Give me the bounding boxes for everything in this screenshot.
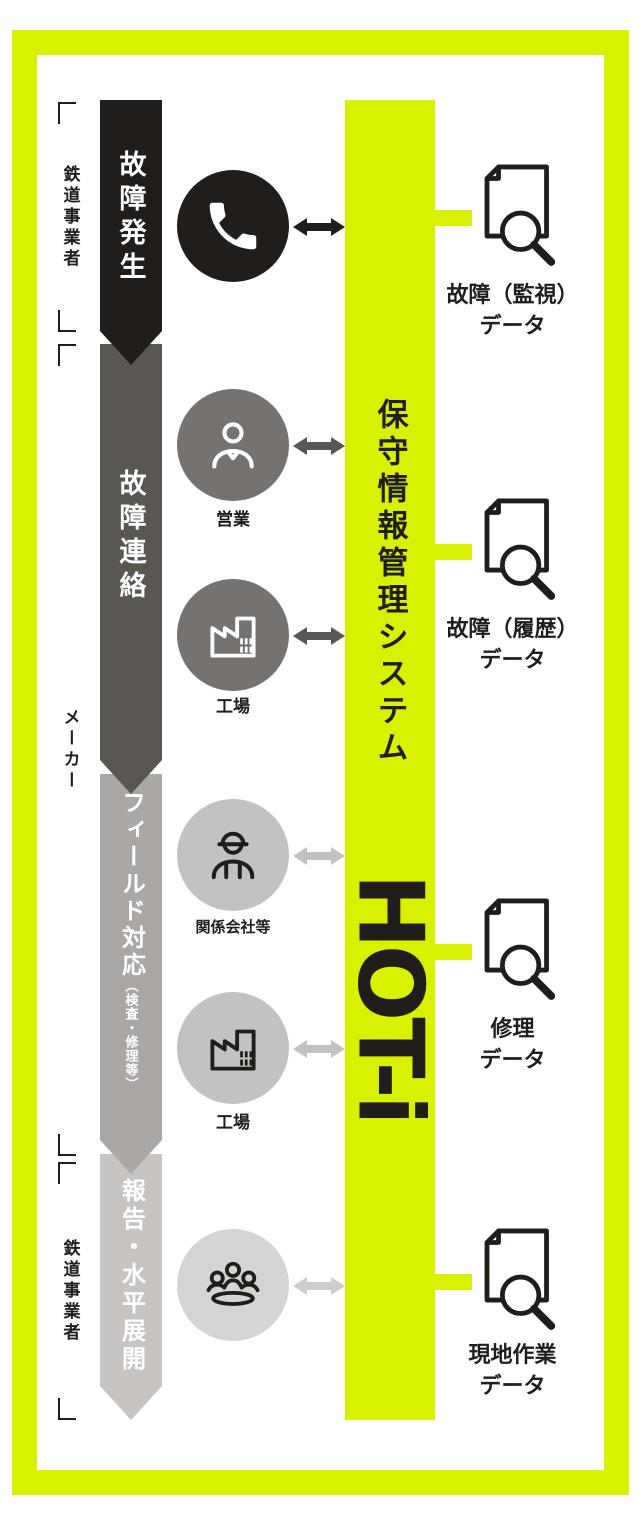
document-search-icon xyxy=(484,498,556,600)
double-arrow-icon xyxy=(293,437,345,455)
double-arrow-icon xyxy=(293,218,345,236)
connector-bar xyxy=(428,944,472,960)
output-label-onsite-work: 現地作業 データ xyxy=(425,1340,600,1402)
group-icon xyxy=(206,1261,260,1306)
group-label: メーカー xyxy=(60,708,80,792)
group-railway-operator-top: 鉄道事業者 xyxy=(50,102,90,332)
actor-meeting-circle xyxy=(177,1229,289,1341)
person-icon xyxy=(212,422,254,469)
group-maker: メーカー xyxy=(50,344,90,1156)
system-column: 保守情報管理システム HOT-i xyxy=(338,100,443,1420)
document-search-icon xyxy=(484,898,556,1000)
output-label-line: データ xyxy=(479,1372,546,1398)
output-label-line: データ xyxy=(479,1046,546,1072)
document-search-icon xyxy=(484,164,556,266)
output-label-line: 故障（監視） xyxy=(446,282,579,307)
stage-label: 故障連絡 xyxy=(115,469,146,605)
double-arrow-icon xyxy=(293,847,345,865)
actor-phone-circle xyxy=(177,170,289,282)
connector-bar xyxy=(428,1274,472,1290)
double-arrow-icon xyxy=(293,1277,345,1295)
output-label-failure-monitoring: 故障（監視） データ xyxy=(425,280,600,342)
actor-sales-circle xyxy=(177,389,289,501)
double-arrow-icon xyxy=(293,627,345,645)
system-logo-wrap: HOT-i xyxy=(338,772,443,1222)
group-label: 鉄道事業者 xyxy=(60,1238,80,1344)
output-label-line: データ xyxy=(479,646,546,672)
output-label-failure-history: 故障（履歴） データ xyxy=(425,614,600,676)
group-label: 鉄道事業者 xyxy=(60,164,80,270)
phone-icon xyxy=(209,202,257,250)
double-arrow-icon xyxy=(293,1040,345,1058)
output-label-line: 修理 xyxy=(490,1016,535,1041)
actor-factory2-circle xyxy=(177,992,289,1104)
bracket-corner-icon xyxy=(58,102,76,124)
output-label-line: データ xyxy=(479,312,546,338)
actor-label-factory: 工場 xyxy=(216,697,250,716)
output-label-repair: 修理 データ xyxy=(425,1014,600,1076)
output-label-line: 故障（履歴） xyxy=(446,616,579,641)
system-name: 保守情報管理システム xyxy=(372,398,408,768)
bracket-corner-icon xyxy=(58,1134,76,1156)
group-railway-operator-bottom: 鉄道事業者 xyxy=(50,1162,90,1420)
worker-icon xyxy=(211,831,255,880)
stage-report-rollout: 報告・水平展開 xyxy=(100,1154,162,1420)
factory-icon xyxy=(210,1029,256,1071)
stage-label: フィールド対応（検査・修理等） xyxy=(114,790,149,1091)
stage-field-response: フィールド対応（検査・修理等） xyxy=(100,774,162,1174)
document-search-icon xyxy=(484,1228,556,1330)
stage-label-main: フィールド対応 xyxy=(117,790,145,979)
stage-label: 故障発生 xyxy=(115,150,146,286)
stage-label-sub: （検査・修理等） xyxy=(123,979,139,1091)
bracket-corner-icon xyxy=(58,1398,76,1420)
factory-icon xyxy=(210,616,256,658)
system-logo: HOT-i xyxy=(337,872,443,1122)
actor-label-sales: 営業 xyxy=(216,510,250,529)
actor-label-factory2: 工場 xyxy=(216,1113,250,1132)
connector-bar xyxy=(428,544,472,560)
actor-label-partner: 関係会社等 xyxy=(195,919,271,936)
bracket-corner-icon xyxy=(58,310,76,332)
connector-bar xyxy=(428,210,472,226)
bracket-corner-icon xyxy=(58,1162,76,1184)
bracket-corner-icon xyxy=(58,344,76,366)
stage-failure-occurrence: 故障発生 xyxy=(100,100,162,365)
output-label-line: 現地作業 xyxy=(468,1342,557,1367)
stage-failure-contact: 故障連絡 xyxy=(100,344,162,794)
actor-factory-circle xyxy=(177,579,289,691)
stage-label: 報告・水平展開 xyxy=(117,1178,145,1374)
actor-partner-circle xyxy=(177,799,289,911)
